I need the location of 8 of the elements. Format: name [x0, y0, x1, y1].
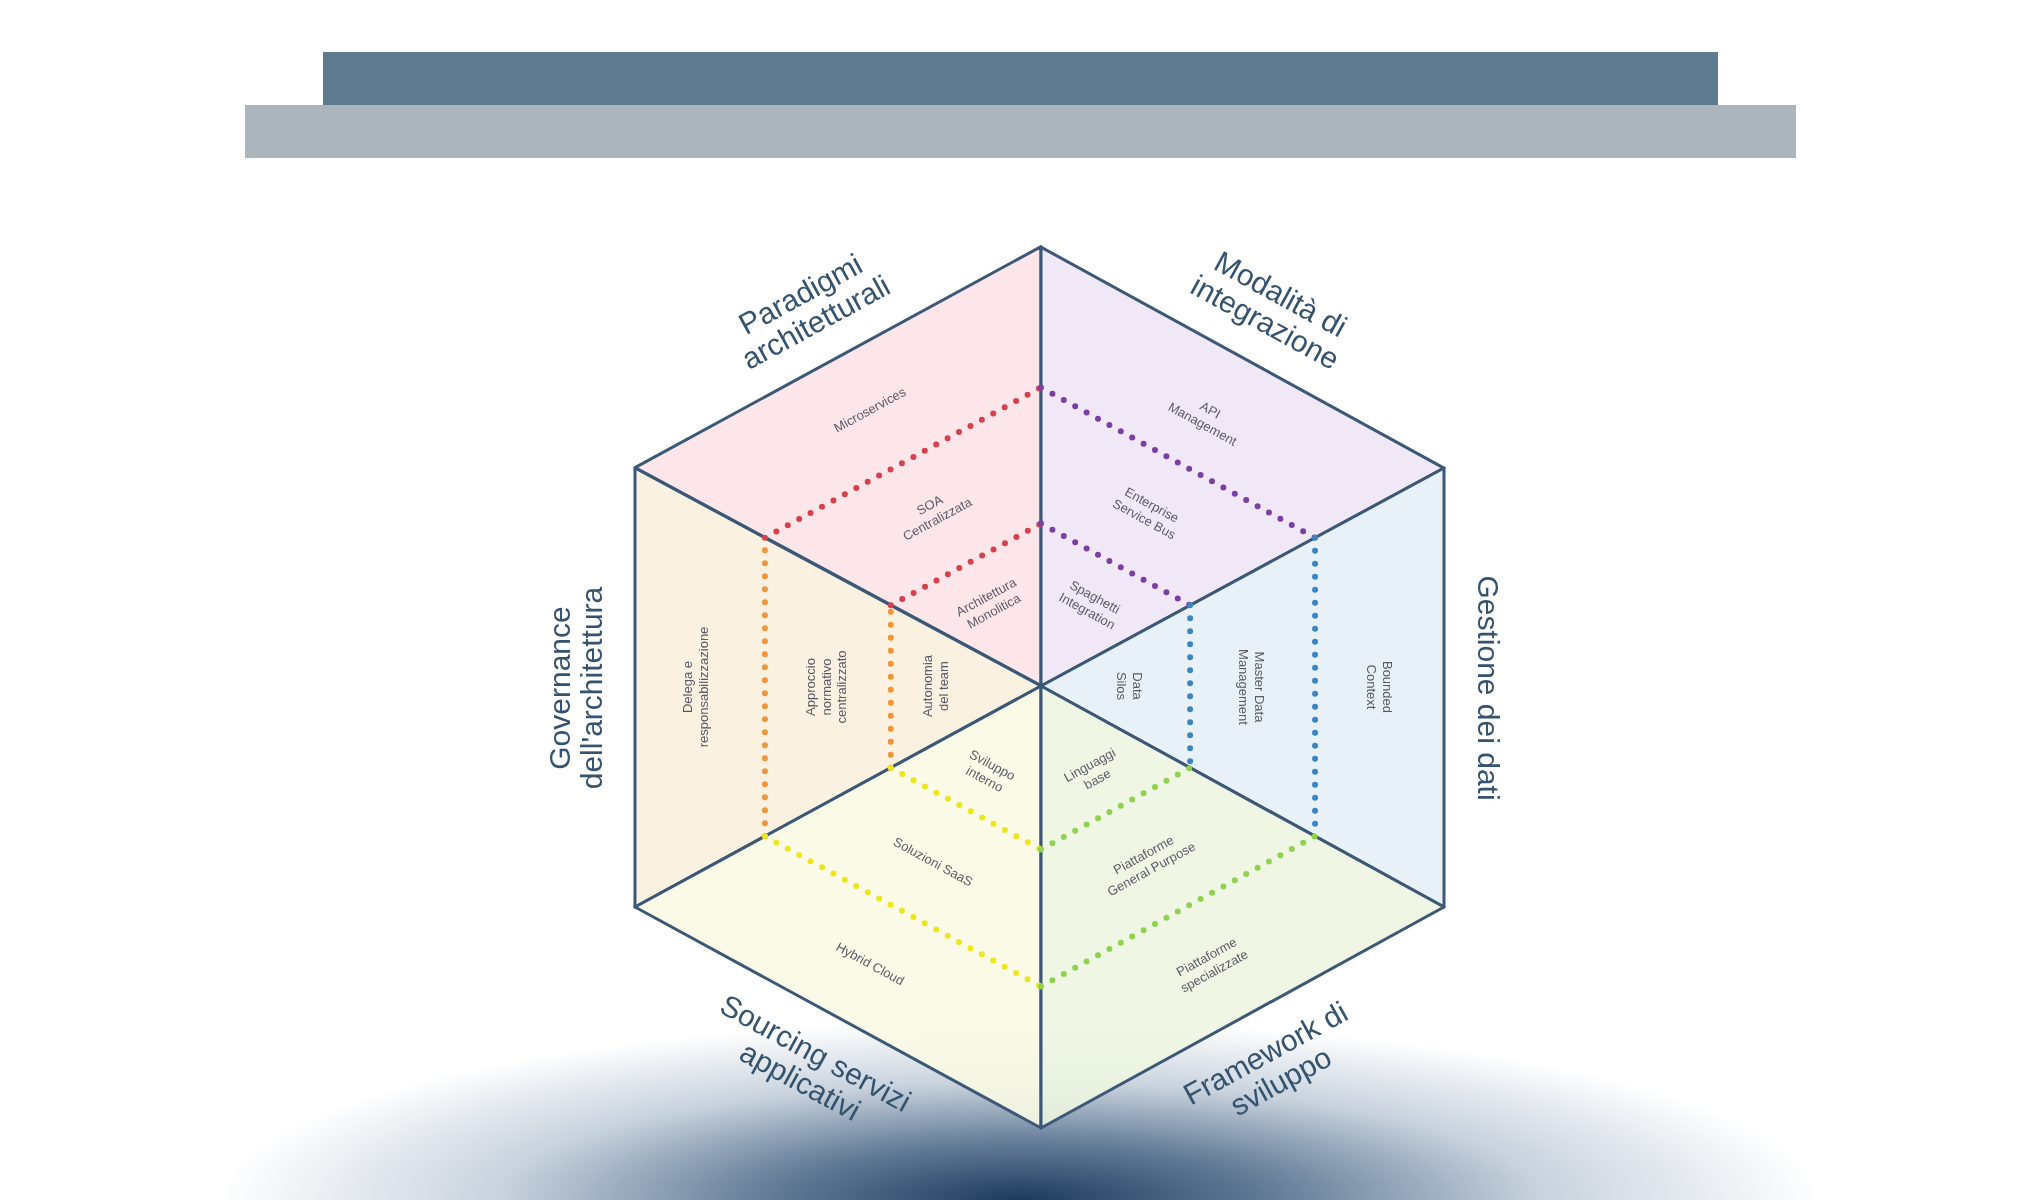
band-label: Approccio normativo centralizzato — [802, 641, 850, 732]
sector-title: Gestione dei dati — [1472, 574, 1504, 803]
sector-title: Governance dell'architettura — [543, 585, 607, 791]
band-label: Bounded Context — [1363, 649, 1396, 725]
band-label: Data Silos — [1114, 663, 1146, 709]
band-label: Autonomia del team — [919, 648, 952, 724]
band-label: Master Data Management — [1234, 636, 1267, 737]
band-label: Delega e responsabilizzazione — [680, 612, 712, 763]
